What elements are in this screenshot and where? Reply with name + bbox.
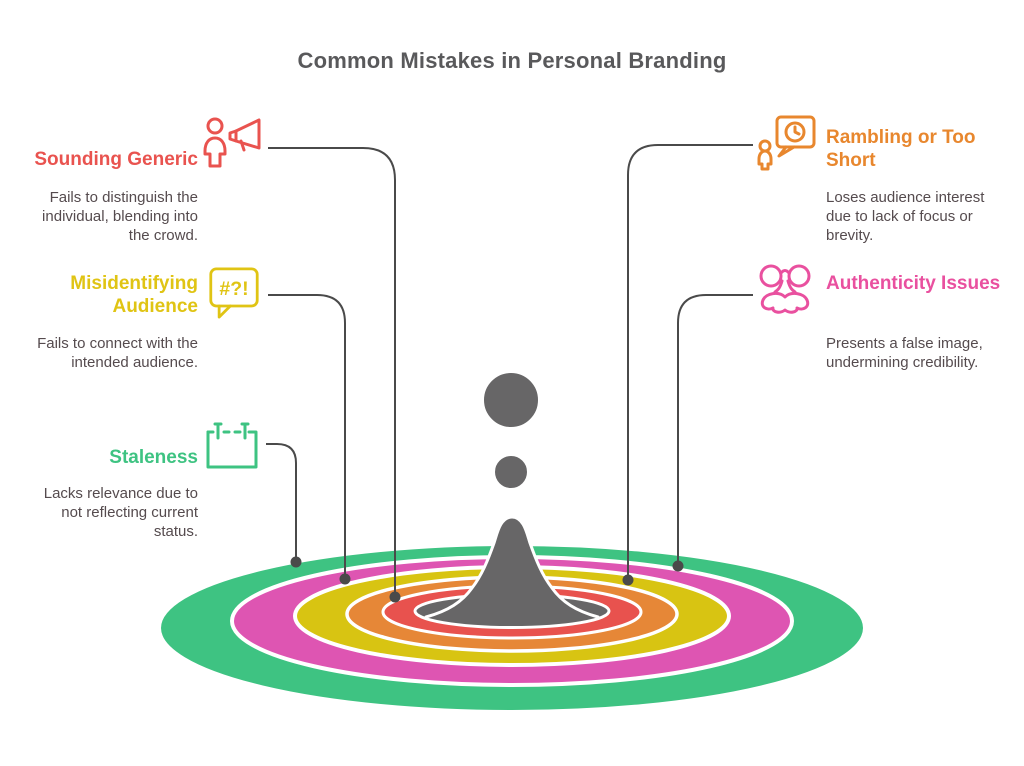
connector-misidentifying-audience [268, 294, 346, 574]
item-label-misidentifying-audience: Misidentifying Audience [70, 273, 198, 317]
connector-lines [266, 144, 753, 592]
megaphone-person-icon [202, 117, 264, 169]
speech-bubble-text: #?! [219, 278, 248, 300]
connector-rambling-or-too-short [627, 144, 753, 575]
connector-dot-rambling-or-too-short [622, 574, 634, 586]
connector-authenticity-issues [677, 294, 753, 561]
splash-column [426, 517, 598, 625]
item-description-authenticity-issues: Presents a false image, undermining cred… [826, 335, 983, 371]
item-description-misidentifying-audience: Fails to connect with the intended audie… [37, 335, 198, 371]
water-droplet-large [482, 371, 540, 429]
splash-column-highlight [424, 515, 600, 619]
item-description-rambling-or-too-short: Loses audience interest due to lack of f… [826, 189, 985, 244]
item-label-rambling-or-too-short: Rambling or Too Short [826, 127, 976, 171]
item-label-staleness: Staleness [109, 447, 198, 468]
water-droplet-small [493, 454, 529, 490]
person-clock-bubble-icon [756, 115, 816, 171]
connector-sounding-generic [268, 147, 396, 592]
connector-dot-authenticity-issues [672, 560, 684, 572]
connector-dot-misidentifying-audience [339, 573, 351, 585]
item-label-sounding-generic: Sounding Generic [34, 149, 198, 170]
connector-dot-sounding-generic [389, 591, 401, 603]
calendar-icon [204, 417, 260, 471]
item-description-sounding-generic: Fails to distinguish the individual, ble… [42, 189, 198, 244]
water-droplets [482, 371, 540, 490]
speech-bubble-symbols-icon: #?! [208, 264, 260, 322]
item-label-authenticity-issues: Authenticity Issues [826, 273, 1001, 294]
connector-dots [290, 556, 684, 603]
connector-dot-staleness [290, 556, 302, 568]
page-title: Common Mistakes in Personal Branding [297, 48, 727, 73]
item-description-staleness: Lacks relevance due to not reflecting cu… [43, 485, 198, 540]
disguise-glasses-icon [756, 262, 816, 318]
connector-staleness [266, 443, 297, 557]
